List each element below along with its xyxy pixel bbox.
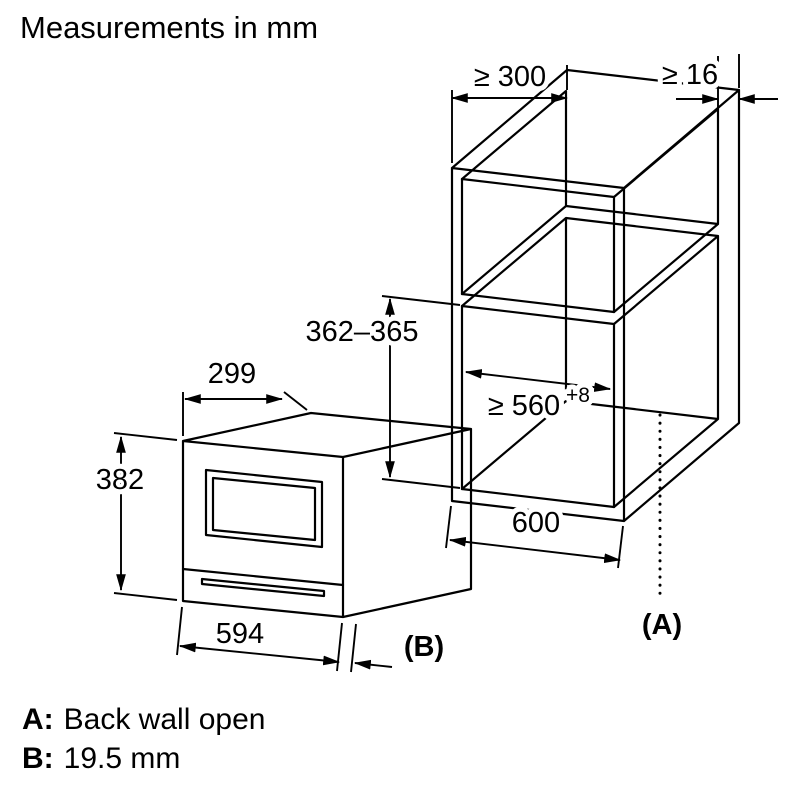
dim-cabinet-depth-min: ≥ 300 [450, 56, 569, 163]
extension-line [617, 525, 624, 569]
legend-item-a: A: Back wall open [22, 700, 265, 739]
niche-interior-open-back [460, 216, 720, 509]
oven-width-label: 594 [216, 618, 264, 650]
extension-line [445, 505, 452, 549]
oven-height-label: 382 [96, 464, 144, 496]
dim-niche-width: ≥ 560 +8 [464, 369, 612, 427]
extension-line [176, 606, 183, 656]
dim-cabinet-width: 600 [445, 502, 624, 569]
oven-outline [181, 411, 473, 619]
legend-value-a: Back wall open [63, 703, 266, 736]
dim-arrow [353, 659, 393, 670]
oven-drawing [181, 411, 473, 619]
back-wall-label: (A) [642, 609, 682, 641]
cabinet-depth-min-label: ≥ 300 [474, 61, 546, 93]
dim-oven-width: 594 [176, 606, 343, 672]
niche-height-label: 362–365 [306, 316, 419, 348]
dim-side-clearance-min: ≥ 16 [657, 54, 778, 130]
legend: A: Back wall open B: 19.5 mm [22, 700, 265, 778]
extension-line [381, 295, 461, 306]
extension-line [113, 432, 178, 441]
upper-compartment-interior [460, 89, 720, 314]
extension-line [381, 478, 461, 489]
cabinet-drawing [450, 68, 741, 523]
niche-width-tolerance-label: +8 [566, 384, 590, 407]
legend-key-b: B: [22, 742, 54, 775]
oven-depth-label: 299 [208, 358, 256, 390]
dim-arrow [448, 537, 622, 563]
dim-oven-depth: 299 [182, 353, 308, 436]
legend-value-b: 19.5 mm [63, 742, 181, 775]
dim-arrow [178, 642, 341, 666]
oven-vent-band [181, 567, 345, 598]
extension-line [283, 391, 308, 411]
legend-item-b: B: 19.5 mm [22, 739, 265, 778]
legend-key-a: A: [22, 703, 54, 736]
extension-line [336, 622, 343, 672]
extension-line [113, 592, 178, 601]
extension-line [350, 623, 357, 673]
dim-door-gap: (B) [350, 623, 449, 673]
cabinet-outline [450, 68, 741, 523]
niche-width-label: ≥ 560 [488, 390, 560, 422]
dim-arrow [464, 369, 612, 392]
door-gap-label: (B) [404, 631, 444, 663]
dim-oven-height: 382 [91, 432, 178, 601]
oven-door-window [204, 468, 324, 549]
cabinet-width-label: 600 [512, 507, 560, 539]
cabinet-front-openings [460, 177, 616, 509]
page-title: Measurements in mm [20, 10, 319, 45]
side-clearance-label: ≥ 16 [662, 59, 718, 91]
dim-niche-height: 362–365 [301, 295, 461, 489]
callout-back-wall: (A) [637, 413, 687, 646]
